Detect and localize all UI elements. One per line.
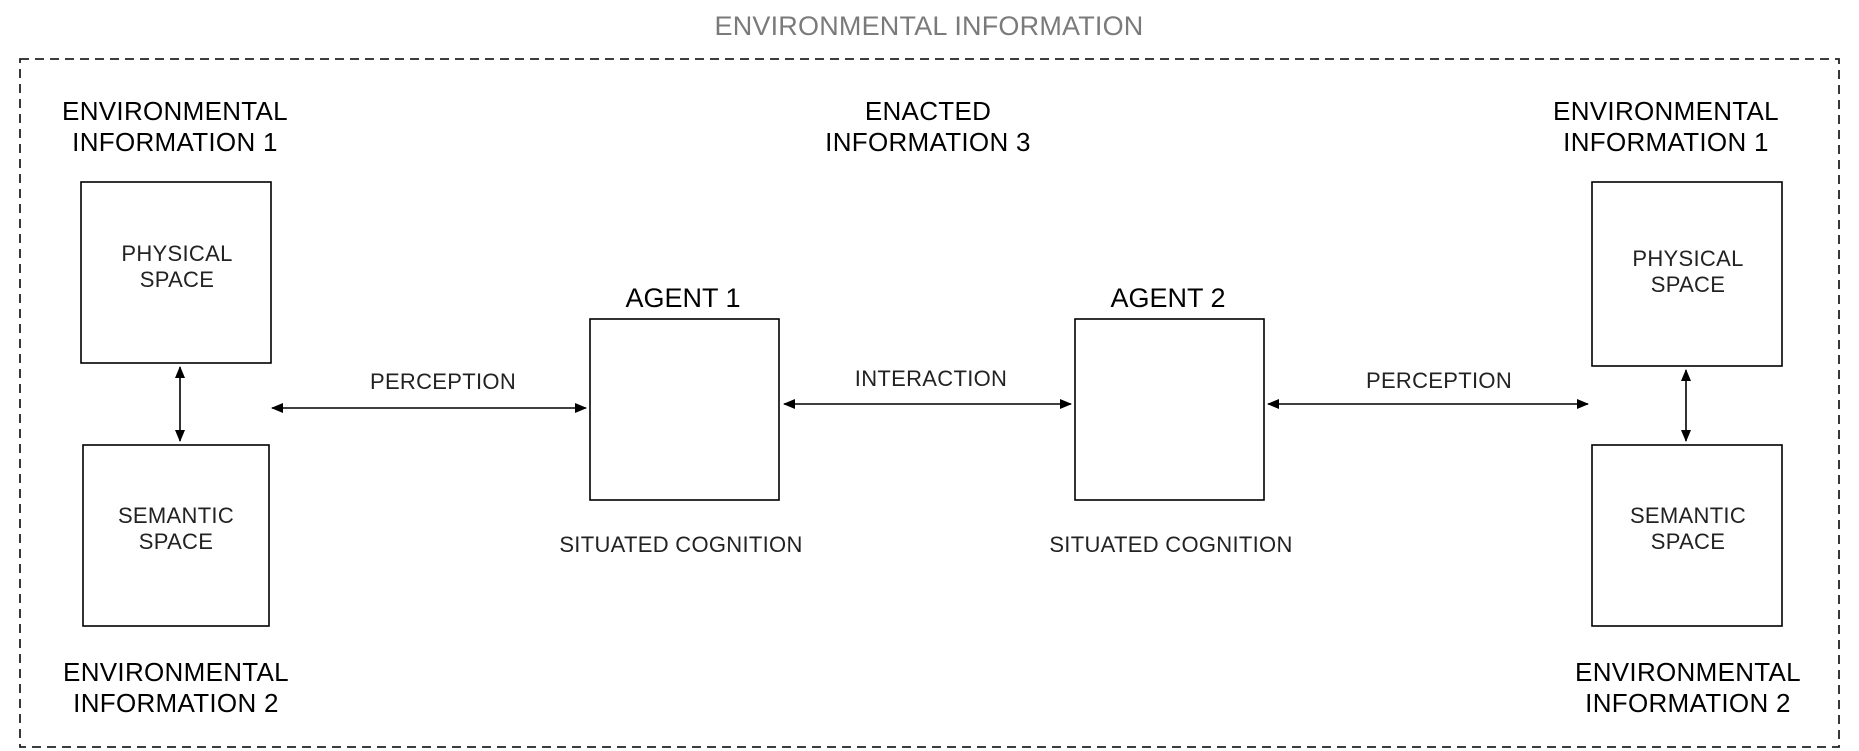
left-physical-space-label: PHYSICAL SPACE — [121, 241, 232, 294]
right-semantic-space-label: SEMANTIC SPACE — [1630, 503, 1746, 556]
interaction-label: INTERACTION — [854, 366, 1008, 391]
left-physical-space-label-line-2: SPACE — [139, 267, 215, 293]
left-physical-space-label-line-1: PHYSICAL — [121, 241, 233, 266]
left-bottom-env-label-line-2: INFORMATION 2 — [73, 688, 279, 719]
agent-1-box — [589, 318, 780, 501]
right-semantic-space-label-line-2: SPACE — [1650, 529, 1726, 555]
right-bottom-env-label: ENVIRONMENTAL INFORMATION 2 — [1575, 657, 1801, 719]
right-physical-space-label-line-2: SPACE — [1650, 272, 1726, 298]
agent-2-box — [1074, 318, 1265, 501]
left-semantic-space-label: SEMANTIC SPACE — [118, 503, 234, 556]
right-physical-space-label-line-1: PHYSICAL — [1632, 246, 1744, 271]
left-bottom-env-label-line-1: ENVIRONMENTAL — [63, 657, 289, 687]
enacted-info-label-line-1: ENACTED — [864, 96, 992, 126]
left-top-env-label-line-2: INFORMATION 1 — [72, 127, 278, 158]
agent-2-title: AGENT 2 — [1110, 283, 1226, 313]
right-top-env-label-line-1: ENVIRONMENTAL — [1553, 96, 1779, 126]
right-semantic-space-label-line-1: SEMANTIC — [1629, 503, 1747, 528]
agent-1-title: AGENT 1 — [625, 283, 741, 313]
left-top-env-label-line-1: ENVIRONMENTAL — [62, 96, 288, 126]
frame-title: ENVIRONMENTAL INFORMATION — [714, 11, 1144, 41]
left-physical-space-box — [80, 181, 272, 364]
agent-1-caption: SITUATED COGNITION — [559, 532, 803, 557]
right-semantic-space-box — [1591, 444, 1783, 627]
left-semantic-space-label-line-1: SEMANTIC — [117, 503, 235, 528]
left-semantic-space-box — [82, 444, 270, 627]
right-bottom-env-label-line-2: INFORMATION 2 — [1585, 688, 1791, 719]
environment-frame — [19, 58, 1840, 748]
agent-2-caption: SITUATED COGNITION — [1049, 532, 1293, 557]
right-physical-space-box — [1591, 181, 1783, 367]
left-perception-label: PERCEPTION — [369, 369, 517, 394]
right-physical-space-label: PHYSICAL SPACE — [1632, 246, 1743, 299]
left-top-env-label: ENVIRONMENTAL INFORMATION 1 — [62, 96, 288, 158]
right-top-env-label: ENVIRONMENTAL INFORMATION 1 — [1553, 96, 1779, 158]
left-semantic-space-label-line-2: SPACE — [138, 529, 214, 555]
right-bottom-env-label-line-1: ENVIRONMENTAL — [1575, 657, 1801, 687]
left-bottom-env-label: ENVIRONMENTAL INFORMATION 2 — [63, 657, 289, 719]
right-perception-label: PERCEPTION — [1365, 368, 1513, 393]
enacted-info-label: ENACTED INFORMATION 3 — [825, 96, 1031, 158]
enacted-info-label-line-2: INFORMATION 3 — [825, 127, 1031, 158]
right-top-env-label-line-2: INFORMATION 1 — [1563, 127, 1769, 158]
